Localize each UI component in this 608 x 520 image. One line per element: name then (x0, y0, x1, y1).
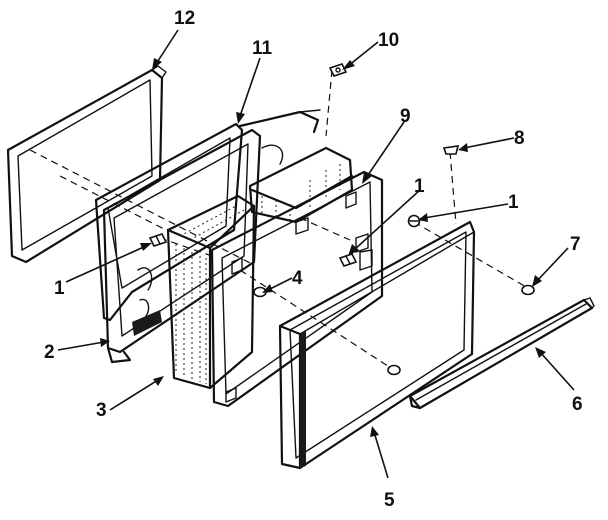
hardware (148, 63, 535, 376)
part-3-insulation (166, 194, 256, 390)
bumper-part-7 (521, 284, 535, 296)
screw-part-1-right (407, 214, 421, 228)
part-9-inner-panel (210, 170, 384, 408)
screw-part-1-center (338, 253, 358, 267)
callout-12: 12 (174, 8, 195, 29)
callout-labels: 12 11 10 9 8 1 1 1 7 4 2 3 6 5 (44, 8, 583, 511)
screw-part-10 (328, 63, 348, 77)
screw-part-1-left (148, 233, 168, 247)
callout-3: 3 (96, 400, 107, 421)
part-11-liner (94, 109, 321, 322)
alignment-lines (29, 69, 529, 371)
callout-1-right: 1 (508, 192, 519, 213)
callout-5: 5 (384, 490, 395, 511)
bumper-on-door (387, 364, 401, 376)
callout-11: 11 (252, 38, 273, 59)
part-12-gasket (6, 65, 167, 264)
callout-9: 9 (400, 106, 411, 127)
callout-1-left: 1 (54, 278, 65, 299)
callout-7: 7 (570, 234, 581, 255)
part-5-outer-door (278, 220, 476, 470)
leader-lines (57, 29, 575, 479)
screw-part-8 (442, 145, 460, 155)
callout-2: 2 (44, 342, 55, 363)
callout-8: 8 (514, 128, 525, 149)
callout-10: 10 (378, 30, 399, 51)
callout-1-center: 1 (414, 176, 425, 197)
callout-4: 4 (292, 268, 303, 289)
callout-6: 6 (572, 394, 583, 415)
part-6-handle-strip (408, 297, 595, 410)
